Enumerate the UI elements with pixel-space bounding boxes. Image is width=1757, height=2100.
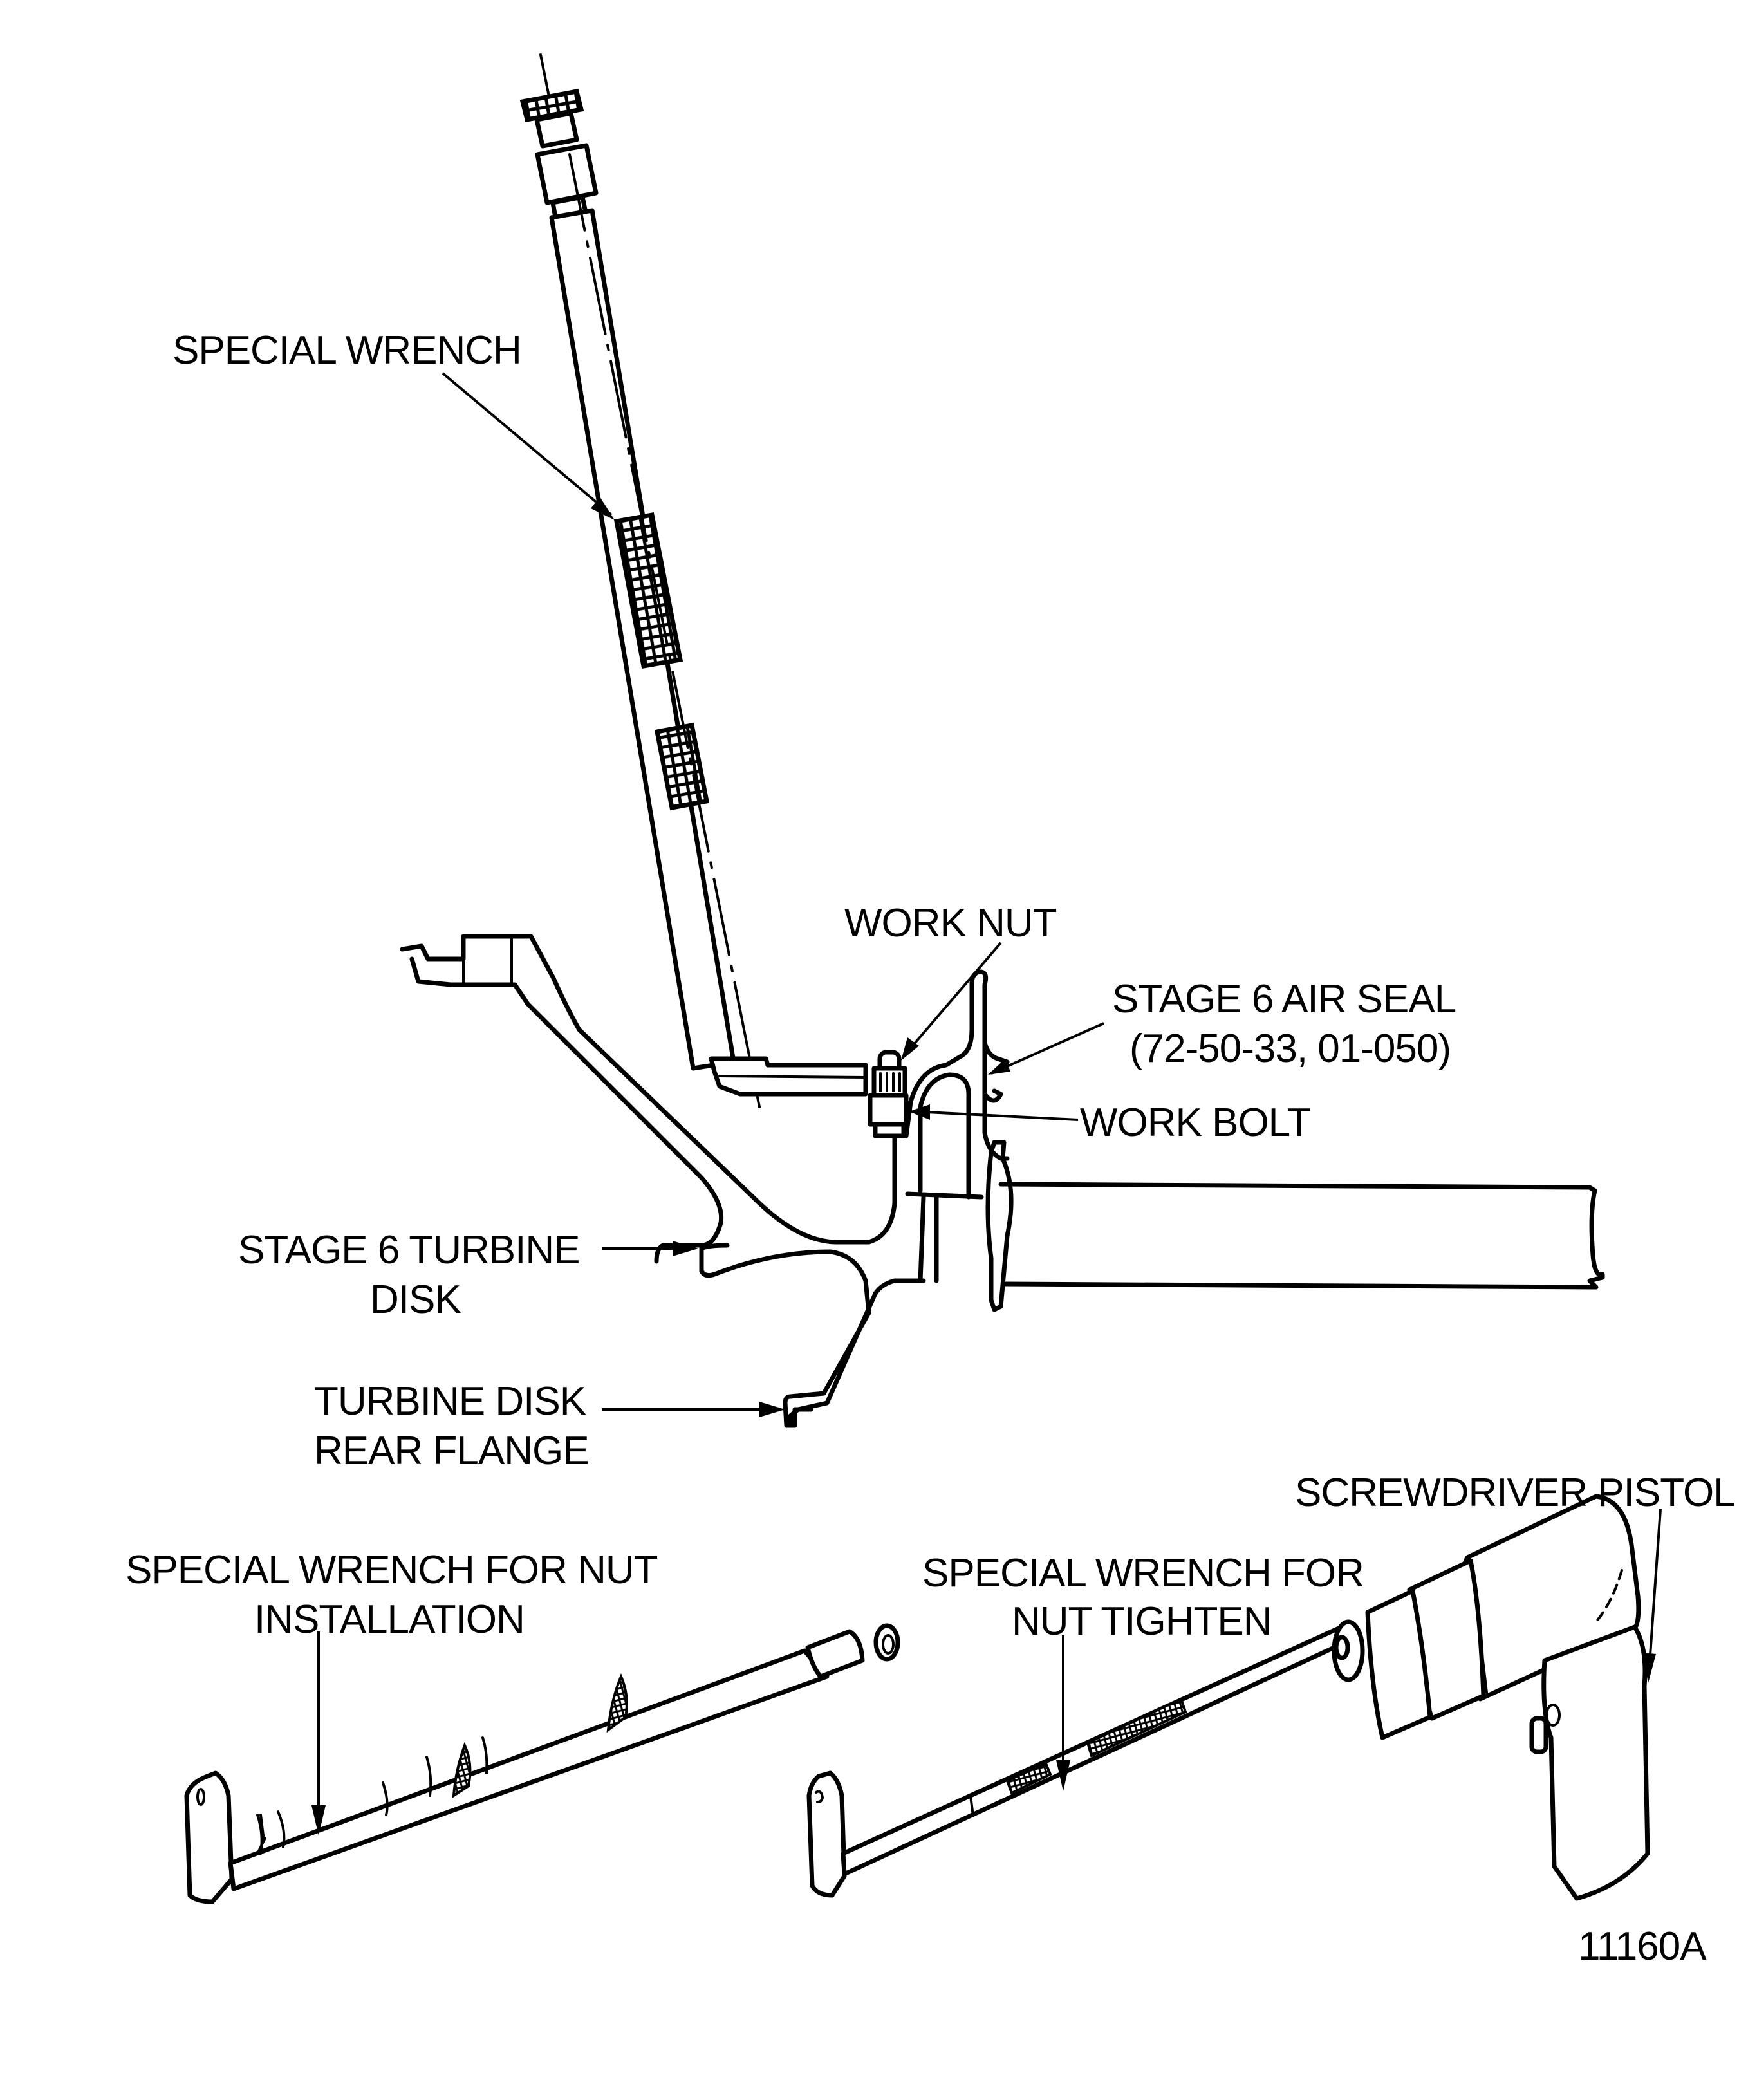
pistol-chuck xyxy=(1365,1588,1433,1740)
arrowhead xyxy=(901,1037,919,1061)
pistol-spindle xyxy=(1334,1635,1350,1660)
disk-lower-web xyxy=(788,1278,926,1428)
disk-upper-arm xyxy=(400,934,897,1245)
install-wrench-hole xyxy=(196,1788,205,1806)
shaft-band xyxy=(969,1794,974,1817)
label-wrench-install-line2: INSTALLATION xyxy=(254,1597,525,1642)
leader-work-bolt xyxy=(913,1110,1079,1121)
label-work-bolt: WORK BOLT xyxy=(1080,1101,1311,1145)
rear-flange xyxy=(783,1394,813,1428)
leader-special-wrench xyxy=(442,372,613,516)
tighten-wrench-block xyxy=(806,1770,847,1898)
wrench-knurled-cap xyxy=(519,88,584,123)
arrowhead xyxy=(673,1241,698,1256)
install-knurl-2 xyxy=(606,1673,628,1733)
hub-spoke xyxy=(918,1194,926,1283)
leader-screwdriver-pistol xyxy=(1648,1509,1662,1674)
figure-number: 11160A xyxy=(1578,1924,1707,1969)
label-screwdriver-pistol: SCREWDRIVER PISTOL xyxy=(1295,1471,1735,1515)
leader-work-nut xyxy=(903,942,1002,1057)
label-wrench-tighten-line1: SPECIAL WRENCH FOR xyxy=(922,1551,1364,1595)
install-socket xyxy=(805,1629,865,1679)
blade-root xyxy=(985,1140,1014,1312)
screwdriver-pistol-drawing xyxy=(1332,1494,1650,1901)
label-rear-flange-line1: TURBINE DISK xyxy=(314,1379,586,1424)
arrowhead xyxy=(311,1805,326,1835)
wrench-grip-lower xyxy=(654,722,710,811)
wrench-foot-line xyxy=(718,1075,867,1079)
disk-lower-web-inner xyxy=(788,1310,871,1399)
shaft-band xyxy=(425,1756,432,1797)
install-socket-ring xyxy=(882,1634,895,1655)
install-wrench-block xyxy=(184,1770,234,1904)
outer-drum xyxy=(998,1182,1605,1290)
arrowhead xyxy=(909,1104,930,1120)
shaft-band xyxy=(256,1814,263,1855)
work-bolt xyxy=(868,1093,909,1127)
wrench-tip-pin xyxy=(539,53,550,98)
shaft-band xyxy=(481,1736,488,1774)
tighten-knurl-1 xyxy=(1005,1761,1052,1795)
tighten-wrench-hole xyxy=(815,1790,824,1803)
hub-inner xyxy=(918,1072,971,1200)
leader-lines xyxy=(311,372,1662,1835)
wrench-collar xyxy=(535,143,599,205)
shaft-band xyxy=(277,1810,286,1848)
label-rear-flange-line2: REAR FLANGE xyxy=(314,1429,589,1473)
wrench-cap-block xyxy=(534,111,579,149)
work-nut-bolt-drawing xyxy=(868,1050,909,1138)
labels: SPECIAL WRENCH WORK NUT STAGE 6 AIR SEAL… xyxy=(126,328,1736,1969)
shaft-band xyxy=(382,1781,389,1816)
leader-air-seal xyxy=(990,1022,1104,1075)
label-air-seal-line1: STAGE 6 AIR SEAL xyxy=(1112,977,1456,1021)
special-wrench-drawing xyxy=(519,53,868,1108)
arrowhead xyxy=(1056,1760,1070,1791)
arrowhead xyxy=(759,1402,785,1417)
install-wrench-shaft xyxy=(228,1648,830,1891)
pistol-grip-contour xyxy=(1595,1569,1623,1623)
arrowhead xyxy=(988,1059,1010,1075)
wrench-tighten-drawing xyxy=(806,1626,1348,1898)
wrench-installation-drawing xyxy=(184,1623,900,1904)
pistol-grip xyxy=(1541,1624,1650,1901)
work-bolt-head xyxy=(873,1122,906,1138)
label-air-seal-line2: (72-50-33, 01-050) xyxy=(1130,1027,1451,1071)
hub-bar xyxy=(905,1191,984,1200)
label-wrench-install-line1: SPECIAL WRENCH FOR NUT xyxy=(126,1548,658,1592)
label-turbine-disk-line1: STAGE 6 TURBINE xyxy=(238,1228,580,1272)
arrowhead xyxy=(1642,1653,1656,1683)
wrench-centerline xyxy=(568,153,761,1108)
tighten-knurl-2 xyxy=(1086,1697,1187,1758)
arrowhead xyxy=(591,497,615,520)
pistol-trigger xyxy=(1529,1716,1548,1754)
label-work-nut: WORK NUT xyxy=(844,901,1057,945)
label-wrench-tighten-line2: NUT TIGHTEN xyxy=(1012,1599,1272,1644)
install-knurl-1 xyxy=(452,1742,472,1798)
shaft-band xyxy=(259,1814,265,1842)
label-turbine-disk-line2: DISK xyxy=(370,1278,461,1322)
label-special-wrench: SPECIAL WRENCH xyxy=(172,328,521,373)
pistol-trigger-pivot xyxy=(1545,1704,1561,1727)
turbine-disk-profile xyxy=(699,1243,871,1315)
